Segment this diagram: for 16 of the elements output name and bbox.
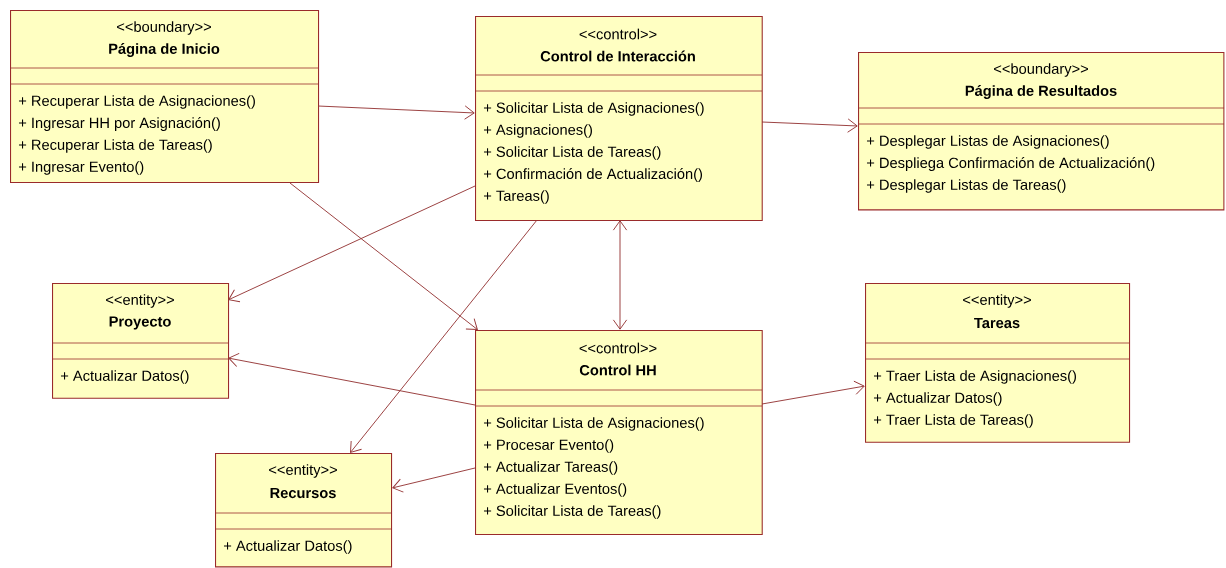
class-box: <<boundary>> Página de Resultados + Desplegar Listas de Asignaciones() + Despliega Confirmación de Actualización() + Desplegar Listas de Tareas(): [857, 52, 1225, 211]
arrow: [228, 185, 476, 303]
class-box: <<entity>> Tareas + Traer Lista de Asignaciones() + Actualizar Datos() + Traer Lista de Tareas(): [864, 283, 1131, 443]
arrow: [392, 467, 476, 493]
arrow: [317, 105, 475, 120]
arrow: [289, 182, 478, 330]
class-box: <<boundary>> Página de Inicio + Recuperar Lista de Asignaciones() + Ingresar HH por Asignación() + Recuperar Lista de Tareas() + Ingresar Evento(): [9, 10, 320, 184]
class-box: <<control>> Control de Interacción + Solicitar Lista de Asignaciones() + Asignaciones() + Solicitar Lista de Tareas() + Confirmación de Actualización() + Tareas(): [474, 16, 763, 222]
arrow: [761, 118, 858, 133]
class-box: <<control>> Control HH + Solicitar Lista de Asignaciones() + Procesar Evento() + Actualizar Tareas() + Actualizar Eventos() + Solicitar Lista de Tareas(): [474, 330, 763, 536]
class-box: <<entity>> Recursos + Actualizar Datos(): [214, 453, 393, 568]
arrow: [350, 219, 538, 453]
class-box: <<entity>> Proyecto + Actualizar Datos(): [51, 283, 230, 399]
arrow: [612, 220, 628, 330]
arrow: [761, 380, 865, 405]
arrow: [228, 352, 476, 406]
